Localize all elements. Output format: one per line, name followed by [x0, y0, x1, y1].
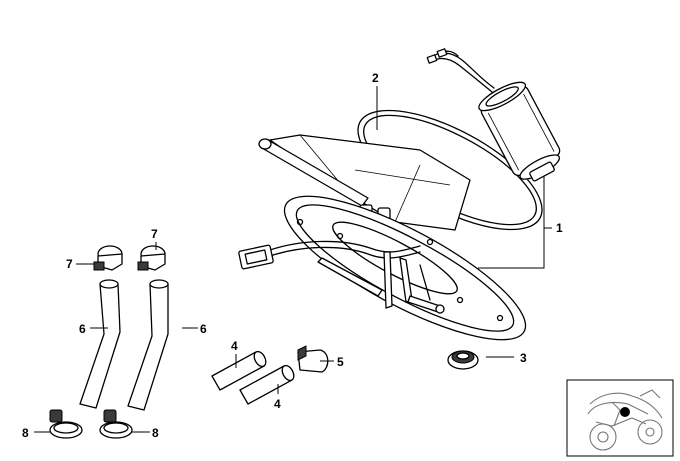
callout-7-left: 7 — [66, 257, 73, 271]
hose-clamp-right — [99, 409, 133, 439]
hose-left — [79, 279, 121, 409]
callout-7-right: 7 — [151, 227, 158, 241]
callout-2: 2 — [372, 71, 379, 85]
motorcycle-locator-icon — [566, 379, 674, 457]
grommet — [447, 350, 479, 370]
callout-8-left: 8 — [22, 426, 29, 440]
hose-piece-upper — [211, 350, 267, 391]
clip-part-5 — [297, 345, 329, 373]
callout-4-upper: 4 — [231, 339, 238, 353]
callout-1: 1 — [556, 221, 563, 235]
callout-8-right: 8 — [152, 426, 159, 440]
leader-lines — [34, 86, 552, 433]
hose-right — [127, 279, 169, 411]
hose-clip-right — [137, 245, 166, 271]
hose-piece-lower — [239, 364, 295, 405]
flange-pipes — [317, 251, 445, 314]
callout-3: 3 — [520, 351, 527, 365]
callout-5: 5 — [337, 355, 344, 369]
wiring-connector — [238, 240, 421, 270]
fuel-pump-motor — [426, 48, 561, 182]
hose-clamp-left — [49, 409, 83, 439]
callout-6-right: 6 — [200, 322, 207, 336]
hose-clip-left — [93, 245, 123, 271]
callout-4-lower: 4 — [274, 397, 281, 411]
callout-6-left: 6 — [79, 322, 86, 336]
